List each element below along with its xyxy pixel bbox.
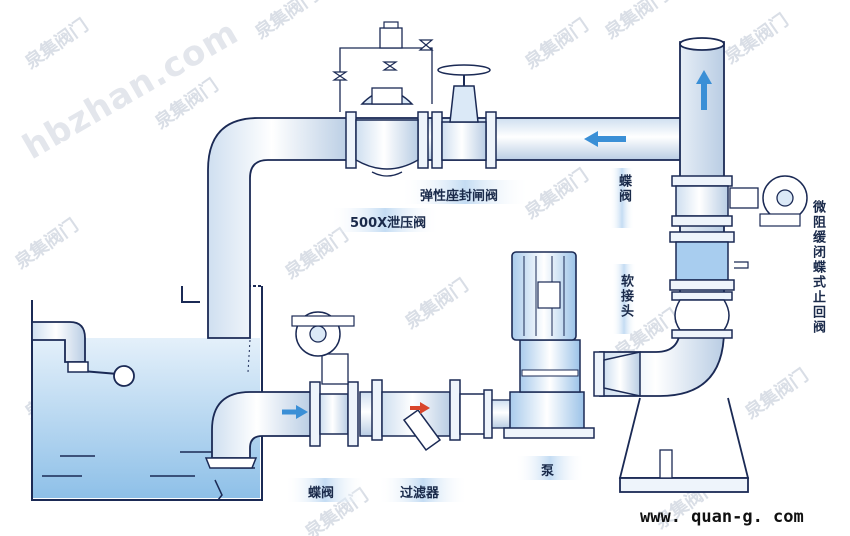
label-pressure-relief-valve: 500X泄压阀 <box>350 216 427 231</box>
suction-pipe <box>204 391 375 469</box>
pressure-relief-valve <box>332 21 434 177</box>
flow-arrow-top <box>584 131 626 147</box>
banner-strainer <box>378 478 468 502</box>
banner-butterfly <box>285 478 365 502</box>
check-valve <box>669 231 749 291</box>
banner-relief <box>330 208 440 232</box>
banner-pump <box>515 456 585 480</box>
website-url: www. quan-g. com <box>640 507 804 527</box>
flexible-joint-lower <box>459 389 515 439</box>
support-stand <box>618 397 750 493</box>
label-flexible-joint: 软接头 <box>618 274 633 319</box>
label-pump: 泵 <box>541 464 555 479</box>
label-butterfly-valve-top: 蝶阀 <box>616 174 631 204</box>
discharge-reducer <box>593 351 641 397</box>
banner-butterfly-top <box>610 168 634 228</box>
pump <box>503 251 595 439</box>
banner-joint <box>612 264 636 334</box>
banner-gate <box>400 180 530 204</box>
resilient-gate-valve <box>431 64 497 169</box>
y-strainer <box>371 379 461 452</box>
label-check-valve: 微阻缓闭蝶式止回阀 <box>810 200 825 335</box>
flexible-joint-riser <box>671 291 733 339</box>
label-strainer: 过滤器 <box>400 486 440 501</box>
float-valve <box>31 321 135 387</box>
butterfly-valve-upper <box>671 175 808 227</box>
label-butterfly-valve-bottom: 蝶阀 <box>308 486 335 501</box>
butterfly-valve-lower <box>291 311 359 447</box>
label-resilient-gate-valve: 弹性座封闸阀 <box>420 189 499 204</box>
